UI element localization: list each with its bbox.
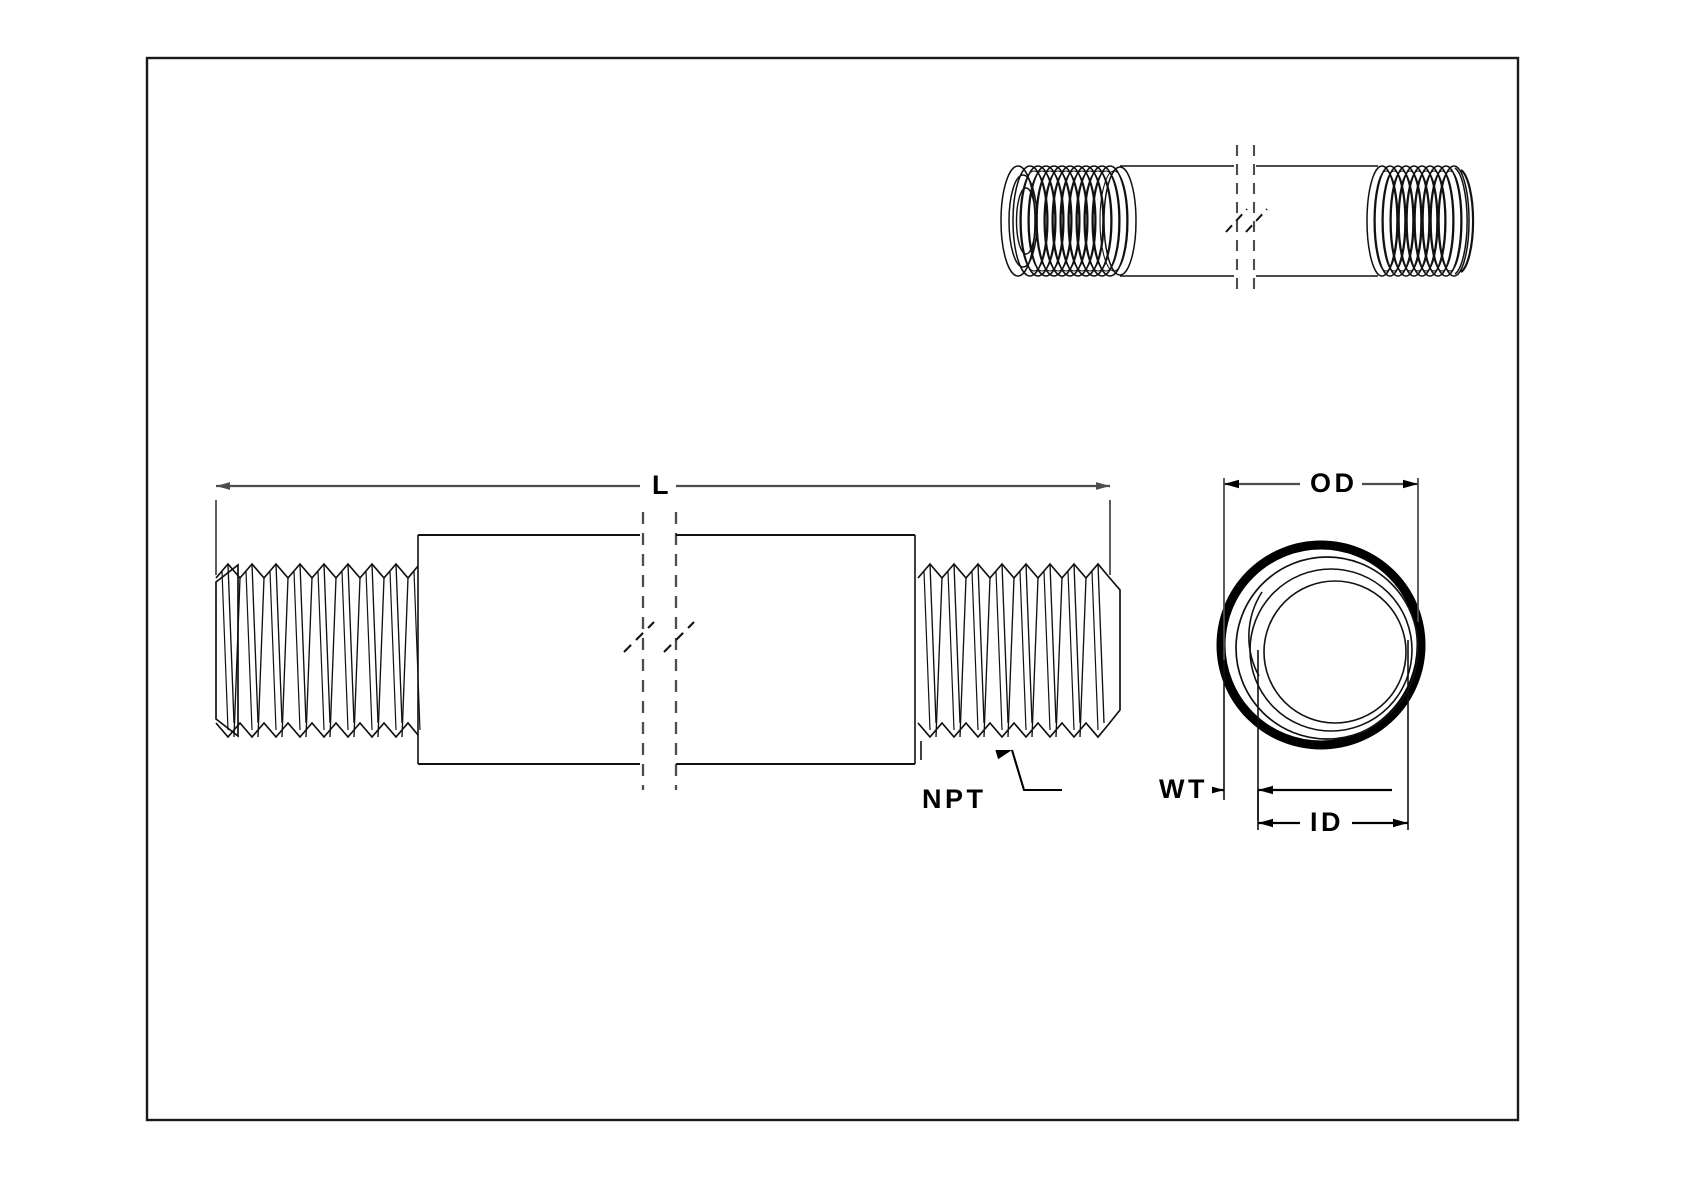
main-break-symbol [623,621,695,653]
main-left-threads [215,562,421,739]
end-section-view [1216,540,1426,750]
iso-right-threads [1366,165,1475,277]
length-dimension [215,482,1111,575]
wt-label: WT [1155,776,1212,803]
iso-left-threads [1000,165,1137,277]
iso-break-lines [1235,145,1256,292]
main-right-threads [917,562,1121,760]
main-break-lines [641,512,678,790]
main-pipe-body-left [417,534,640,765]
id-dimension [1257,640,1409,830]
length-label: L [648,472,676,499]
npt-label: NPT [918,786,991,813]
sheet-border [145,56,1520,1122]
npt-leader [995,749,1062,792]
iso-pipe-body [1120,165,1378,277]
od-dimension [1223,478,1419,660]
id-label: ID [1306,809,1348,836]
od-label: OD [1306,470,1362,497]
isometric-pipe-view [1000,145,1475,292]
main-pipe-body-right [676,534,916,765]
iso-break-symbol [1225,208,1268,233]
